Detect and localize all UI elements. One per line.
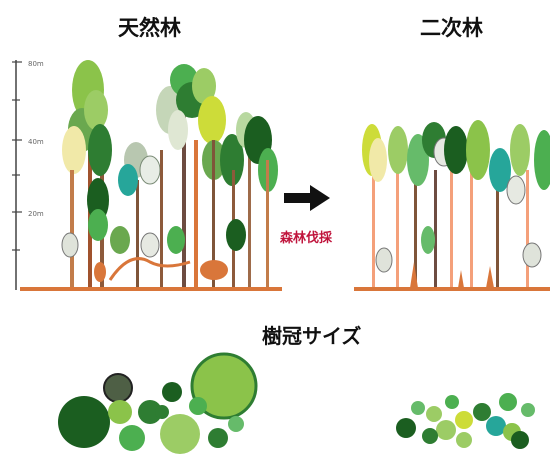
logging-arrow: [284, 185, 330, 211]
natural-forest-title: 天然林: [118, 16, 181, 40]
crown-size-secondary: [396, 393, 535, 449]
secondary-forest-title: 二次林: [420, 16, 483, 40]
logging-label: 森林伐採: [280, 231, 333, 246]
axis-tick-20m: 20m: [28, 210, 44, 218]
natural-forest-illustration: [20, 60, 282, 291]
axis-tick-80m: 80m: [28, 60, 44, 68]
crown-size-title: 樹冠サイズ: [262, 324, 362, 348]
axis-tick-40m: 40m: [28, 138, 44, 146]
crown-size-natural: [58, 352, 258, 454]
secondary-forest-illustration: [354, 120, 550, 291]
height-axis: 80m 40m 20m: [12, 60, 44, 290]
